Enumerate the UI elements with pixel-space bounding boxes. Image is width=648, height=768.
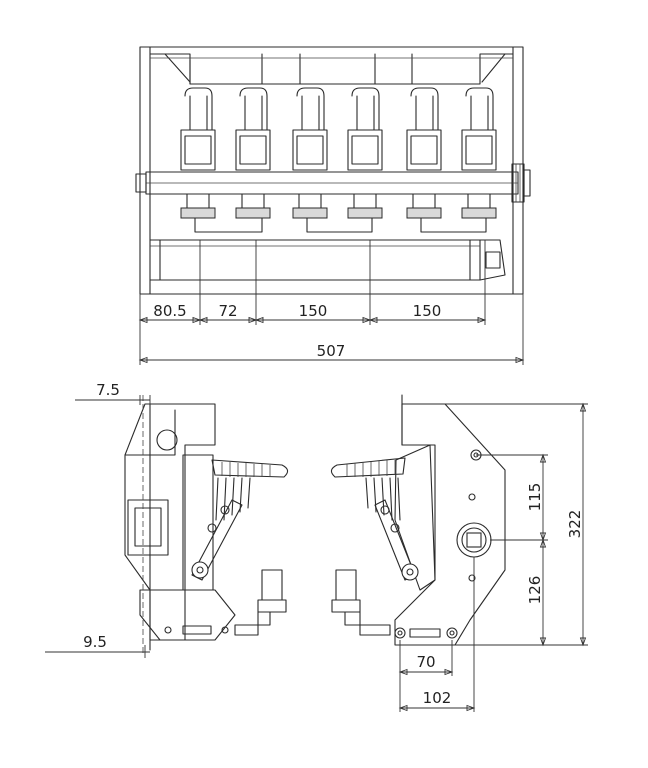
dim-322: 322: [566, 510, 584, 539]
right-view-dimensions: [398, 402, 588, 712]
top-view-switch: [135, 46, 531, 295]
dim-70: 70: [416, 653, 435, 671]
dim-80-5: 80.5: [153, 302, 186, 320]
pole-assembly-3: [292, 87, 337, 233]
dim-115: 115: [526, 483, 544, 512]
dim-72: 72: [218, 302, 237, 320]
right-side-view: [330, 394, 506, 646]
top-view-dimensions: [138, 240, 525, 365]
left-view-dimensions: [45, 395, 151, 658]
pole-assembly-6: [449, 87, 497, 233]
pole-assembly-1: [180, 87, 223, 233]
dim-102: 102: [423, 689, 452, 707]
dim-507: 507: [317, 342, 346, 360]
dim-7-5: 7.5: [96, 381, 120, 399]
pole-assembly-2: [221, 87, 271, 233]
dim-9-5: 9.5: [83, 633, 107, 651]
dim-150-left: 150: [299, 302, 328, 320]
dim-126: 126: [526, 576, 544, 605]
pole-assembly-4: [335, 87, 383, 233]
pole-assembly-5: [406, 87, 451, 233]
left-side-view: [124, 395, 289, 655]
dim-150-right: 150: [413, 302, 442, 320]
